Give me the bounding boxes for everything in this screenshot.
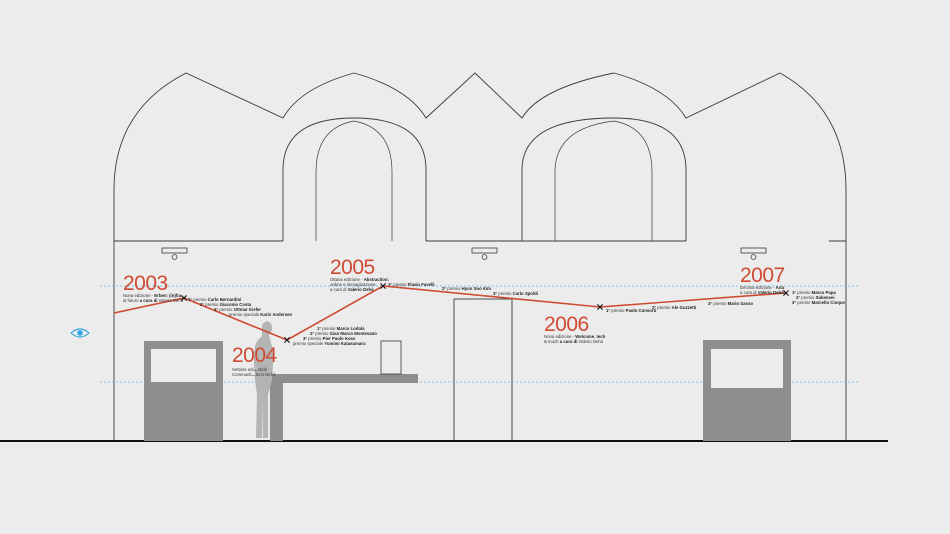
- prize-line: 1° premio Carlo Bernardini: [188, 297, 241, 302]
- year-label: 2003: [123, 272, 168, 295]
- year-label: 2007: [740, 264, 785, 287]
- timeline-marker-icon: [181, 295, 187, 301]
- edition-line: ordine e immaginazione: [330, 282, 376, 287]
- prize-line: 1° premio Marco Papa: [792, 290, 836, 295]
- ceiling-lamps: [161, 247, 767, 260]
- year-label: 2004: [232, 344, 278, 367]
- display-case-right: [703, 340, 791, 441]
- prize-line: 2° premio Ale Guzzetti: [652, 305, 696, 310]
- display-cases: [144, 340, 791, 441]
- lamp-icon: [740, 247, 767, 260]
- wall-right-edge: [829, 240, 847, 441]
- arch-right-innermost: [554, 120, 653, 241]
- wall-outline: [113, 72, 847, 442]
- arch-right-inner: [521, 117, 687, 241]
- lamp-icon: [161, 247, 188, 260]
- edition-line: Decima edizione - Aria: [740, 285, 785, 290]
- visitor-figure: [253, 321, 274, 438]
- edition-line: a cura di Valerio Dehò: [740, 290, 784, 295]
- prize-line: 3° premio Carlo Spoldi: [493, 291, 538, 296]
- timeline-marker-icon: [284, 337, 290, 343]
- edition-line: Settima edi…ntità/: [232, 367, 268, 372]
- edition-line: al futuro a cura di Valerio Dehò: [123, 298, 184, 303]
- vault-outer: [113, 72, 847, 241]
- edition-line: Communit…lerio Dehò: [232, 372, 276, 377]
- year-label: 2006: [544, 313, 589, 336]
- timeline-path: [113, 285, 787, 341]
- edition-line: & much a cura di Valerio Dehò: [544, 339, 604, 344]
- monitor: [380, 340, 402, 375]
- desk: [268, 340, 418, 441]
- eye-icon: [70, 328, 90, 338]
- prize-line: premio speciale Karin Andersen: [229, 312, 293, 317]
- prize-line: 2° premio Hyun Soo Kim: [442, 286, 491, 291]
- doorway: [453, 298, 513, 442]
- display-case-left: [144, 341, 223, 441]
- prize-line: 3° premio Marcello Cinque: [792, 300, 845, 305]
- prize-line: 2° premio Sukensei: [796, 295, 835, 300]
- timeline: [113, 283, 789, 343]
- year-label: 2005: [330, 256, 375, 279]
- prize-line: premio speciale Yumimi Katasumaru: [293, 341, 366, 346]
- prize-line: 3° premio Ottmar Kiefer: [214, 307, 261, 312]
- prize-line: 1° premio Marco Lodola: [317, 326, 365, 331]
- edition-line: Nona edizione - Erben: (in)fra: [123, 293, 182, 298]
- arch-left-innermost: [315, 120, 393, 241]
- prize-line: 2° premio Giacomo Costa: [200, 302, 252, 307]
- timeline-marker-icon: [380, 283, 386, 289]
- timeline-marker-icon: [783, 290, 789, 296]
- arch-left-inner: [282, 117, 427, 241]
- edition-line: Nona edizione - Welcome. tech: [544, 334, 606, 339]
- prize-line: 3° premio Pier Paolo Koss: [303, 336, 356, 341]
- prize-line: 3° premio Mario Sasso: [708, 301, 753, 306]
- edition-line: Ottava edizione - Abstraction:: [330, 277, 390, 282]
- lamp-icon: [471, 247, 498, 260]
- prize-line: 1° premio Flavio Favelli: [388, 282, 435, 287]
- prize-line: 2° premio Gian Marco Montesano: [310, 331, 377, 336]
- timeline-marker-icon: [597, 304, 603, 310]
- prize-line: 1° premio Paolo Consorti: [606, 308, 656, 313]
- edition-line: a cura di Valerio Dehò: [330, 287, 374, 292]
